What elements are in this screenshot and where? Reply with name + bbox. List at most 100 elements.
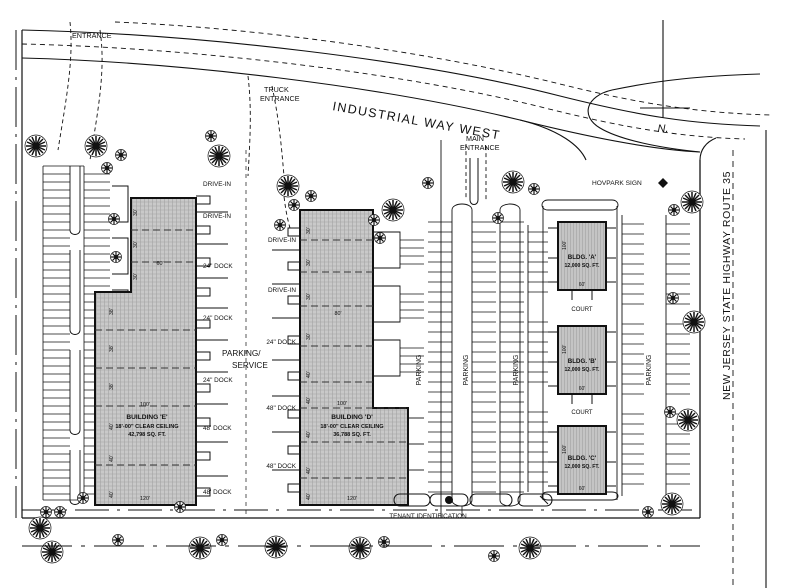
building-c-height-dim: 100'	[562, 445, 568, 454]
svg-text:30': 30'	[133, 273, 139, 280]
parking-stalls-d-east	[400, 239, 424, 373]
svg-text:30': 30'	[133, 241, 139, 248]
building-e-dock-labels: DRIVE-IN DRIVE-IN 24" DOCK 24" DOCK 24" …	[203, 181, 233, 496]
building-a-area: 12,000 SQ. FT.	[565, 263, 600, 269]
north-arrow: N.	[640, 20, 690, 135]
parking-stalls-left-a	[43, 173, 70, 495]
parking-vertical-labels: PARKING PARKING PARKING PARKING	[416, 355, 653, 386]
svg-text:38': 38'	[109, 383, 115, 390]
building-e-area: 42,798 SQ. FT.	[128, 432, 166, 438]
tenant-id-islands	[393, 493, 553, 507]
center-parking-bay-2	[499, 203, 521, 507]
svg-text:30': 30'	[306, 227, 312, 234]
svg-text:DRIVE-IN: DRIVE-IN	[203, 213, 231, 220]
building-e: 30' 30' 30' 38' 38' 38' 40' 40' 40' 60' …	[94, 197, 197, 506]
svg-text:48' DOCK: 48' DOCK	[203, 489, 232, 496]
svg-text:38': 38'	[109, 345, 115, 352]
building-d-ceiling: 18'-00" CLEAR CEILING	[320, 424, 383, 430]
center-parking-stalls-2	[500, 221, 524, 493]
building-b-walks	[548, 331, 616, 404]
main-entrance-driveway	[465, 144, 487, 202]
road-curb-returns	[519, 73, 761, 161]
svg-text:PARKING: PARKING	[463, 355, 470, 386]
center-parking-bay-1	[451, 203, 473, 507]
building-d-area: 36,788 SQ. FT.	[333, 432, 371, 438]
svg-text:DRIVE-IN: DRIVE-IN	[268, 237, 296, 244]
svg-text:PARKING/: PARKING/	[222, 349, 261, 358]
building-d: 30' 30' 30' 30' 40' 40' 40' 40' 40' 80' …	[299, 209, 409, 506]
building-d-east-walks	[373, 231, 424, 471]
hovpark-sign: HOVPARK SIGN	[592, 178, 668, 188]
building-b: 100' 60' BLDG. 'B' 12,000 SQ. FT.	[557, 325, 607, 395]
building-e-dock-marks	[196, 195, 228, 497]
building-d-demising-walls	[300, 239, 408, 479]
building-e-depth-dims: 30' 30' 30' 38' 38' 38' 40' 40' 40'	[109, 209, 139, 498]
building-d-width-dim: 120'	[347, 496, 357, 502]
hovpark-sign-label: HOVPARK SIGN	[592, 180, 642, 187]
truck-entrance-label: TRUCK ENTRANCE	[260, 85, 300, 103]
truck-entrance-driveway	[247, 75, 291, 229]
svg-text:SERVICE: SERVICE	[232, 361, 268, 370]
svg-text:30': 30'	[306, 259, 312, 266]
svg-text:ENTRANCE: ENTRANCE	[460, 143, 500, 152]
svg-text:24" DOCK: 24" DOCK	[203, 315, 233, 322]
svg-text:48' DOCK: 48' DOCK	[203, 425, 232, 432]
court-ab-label: COURT	[571, 307, 593, 313]
svg-text:30': 30'	[306, 333, 312, 340]
entrance-label: ENTRANCE	[72, 31, 112, 40]
svg-text:40': 40'	[306, 467, 312, 474]
svg-text:48" DOCK: 48" DOCK	[266, 405, 296, 412]
svg-text:40': 40'	[109, 423, 115, 430]
building-e-inner-dim-60: 60'	[156, 261, 163, 267]
building-c: 100' 60' BLDG. 'C' 12,000 SQ. FT.	[557, 425, 607, 495]
building-d-depth-dims: 30' 30' 30' 30' 40' 40' 40' 40' 40'	[306, 227, 312, 500]
building-d-inner-dim-100: 100'	[337, 401, 347, 407]
building-d-dock-marks	[272, 227, 300, 493]
svg-text:24" DOCK: 24" DOCK	[203, 263, 233, 270]
svg-text:40': 40'	[306, 397, 312, 404]
svg-text:PARKING: PARKING	[416, 355, 423, 386]
svg-text:TRUCK: TRUCK	[264, 85, 289, 94]
industrial-way-west-curb-dashed	[21, 21, 771, 140]
building-c-label: BLDG. 'C'	[568, 455, 597, 462]
svg-text:DRIVE-IN: DRIVE-IN	[203, 181, 231, 188]
building-e-label: BUILDING 'E'	[126, 414, 168, 421]
north-arrow-label: N.	[658, 123, 669, 135]
svg-text:PARKING: PARKING	[513, 355, 520, 386]
building-d-label: BUILDING 'D'	[331, 414, 373, 421]
industrial-way-west-road	[21, 29, 761, 153]
building-a-width-dim: 60'	[579, 282, 586, 288]
main-entrance-label: MAIN ENTRANCE	[460, 134, 500, 152]
hovpark-sign-marker	[658, 178, 668, 188]
building-b-width-dim: 60'	[579, 386, 586, 392]
svg-text:38': 38'	[109, 308, 115, 315]
svg-text:40': 40'	[109, 491, 115, 498]
building-d-dock-labels: DRIVE-IN DRIVE-IN 24" DOCK 48" DOCK 48" …	[266, 237, 296, 470]
route-35-road	[699, 130, 767, 588]
svg-text:24" DOCK: 24" DOCK	[203, 377, 233, 384]
building-a: 100' 60' BLDG. 'A' 12,000 SQ. FT.	[557, 221, 607, 291]
east-parking-row	[621, 215, 667, 496]
route-35-label: NEW JERSEY STATE HIGHWAY ROUTE 35	[721, 171, 733, 400]
svg-text:40': 40'	[306, 371, 312, 378]
svg-text:40': 40'	[109, 455, 115, 462]
court-bc-label: COURT	[571, 410, 593, 416]
svg-text:30': 30'	[306, 293, 312, 300]
building-d-inner-dim-80: 80'	[334, 311, 341, 317]
parking-aisle-left	[69, 166, 81, 505]
svg-text:40': 40'	[306, 493, 312, 500]
building-b-label: BLDG. 'B'	[568, 358, 597, 365]
svg-text:48" DOCK: 48" DOCK	[266, 463, 296, 470]
svg-text:ENTRANCE: ENTRANCE	[260, 94, 300, 103]
building-b-area: 12,000 SQ. FT.	[565, 367, 600, 373]
svg-text:24" DOCK: 24" DOCK	[266, 339, 296, 346]
svg-text:MAIN: MAIN	[466, 134, 484, 143]
building-e-demising-walls	[95, 229, 196, 466]
main-entrance-island	[469, 158, 479, 205]
svg-text:PARKING: PARKING	[646, 355, 653, 386]
building-e-inner-dim-100: 100'	[140, 402, 150, 408]
building-a-walks	[548, 227, 616, 300]
building-a-label: BLDG. 'A'	[568, 254, 597, 261]
